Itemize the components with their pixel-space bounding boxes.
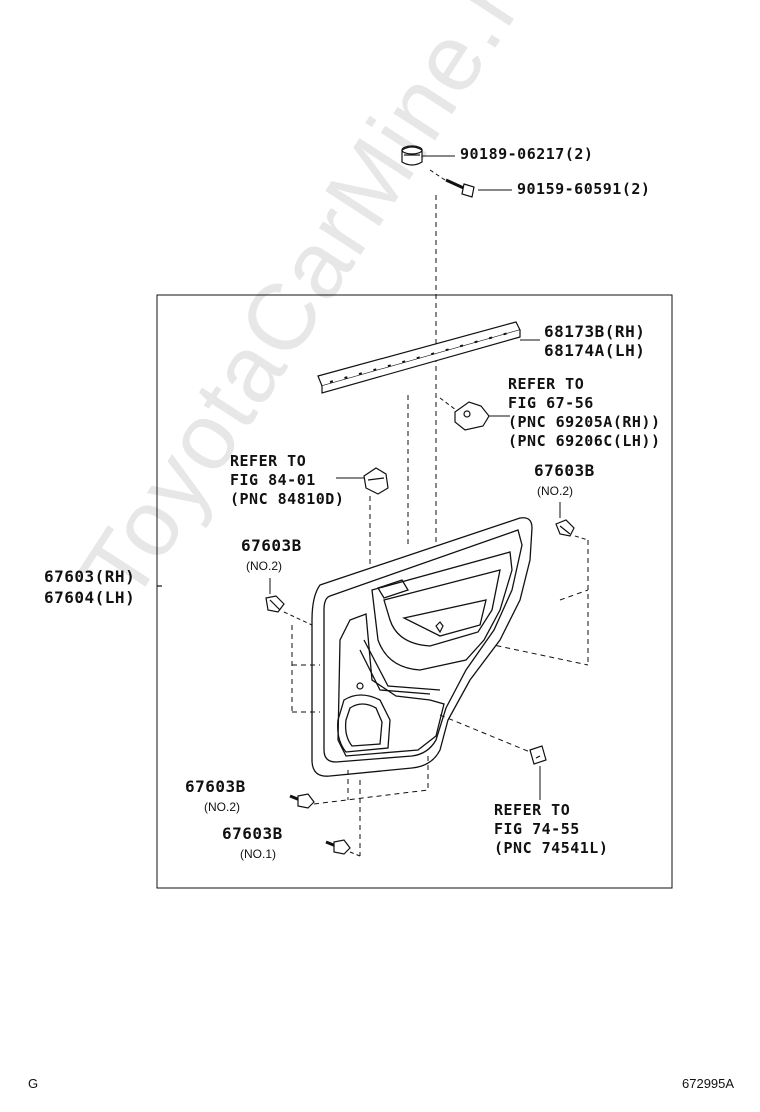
ref-switch-line1: REFER TO [230,452,307,470]
clip-icon [555,519,575,537]
ref-handle-line4: (PNC 69206C(LH)) [508,432,661,450]
clip-label-bottom-no2-code: 67603B [185,777,246,796]
lamp-icon [529,745,547,765]
footer-figure-number: 672995A [682,1076,735,1091]
clip-label-bottom-no2-note: (NO.2) [204,800,240,814]
ref-handle-line2: FIG 67-56 [508,394,594,412]
inside-handle-icon [454,401,490,431]
clip-label-bottom-no1-code: 67603B [222,824,283,843]
part-label-moulding-lh: 68174A(LH) [544,341,646,360]
ref-lamp-line3: (PNC 74541L) [494,839,609,857]
part-label-moulding-rh: 68173B(RH) [544,322,646,341]
clip-icon [325,839,351,855]
ref-switch-line2: FIG 84-01 [230,471,316,489]
part-label-door-panel-rh: 67603(RH) [44,567,136,586]
part-label-clip-top: 90189-06217(2) [460,145,594,163]
assembly-frame [156,294,673,889]
clip-label-bottom-no1-note: (NO.1) [240,847,276,861]
clip-label-left-note: (NO.2) [246,559,282,573]
ref-switch-line3: (PNC 84810D) [230,490,345,508]
clip-label-right-code: 67603B [534,461,595,480]
ref-handle-line1: REFER TO [508,375,585,393]
clip-icon [265,595,285,613]
clip-icon [289,793,315,809]
moulding-strip [317,321,521,394]
part-label-screw-top: 90159-60591(2) [517,180,651,198]
ref-lamp-line1: REFER TO [494,801,571,819]
screw-icon [445,178,475,198]
ref-lamp-line2: FIG 74-55 [494,820,580,838]
footer-left-code: G [28,1076,39,1091]
switch-icon [363,467,389,495]
ref-handle-line3: (PNC 69205A(RH)) [508,413,661,431]
door-trim-panel [311,517,533,777]
clip-icon [401,145,423,166]
part-label-door-panel-lh: 67604(LH) [44,588,136,607]
clip-label-right-note: (NO.2) [537,484,573,498]
clip-label-left-code: 67603B [241,536,302,555]
